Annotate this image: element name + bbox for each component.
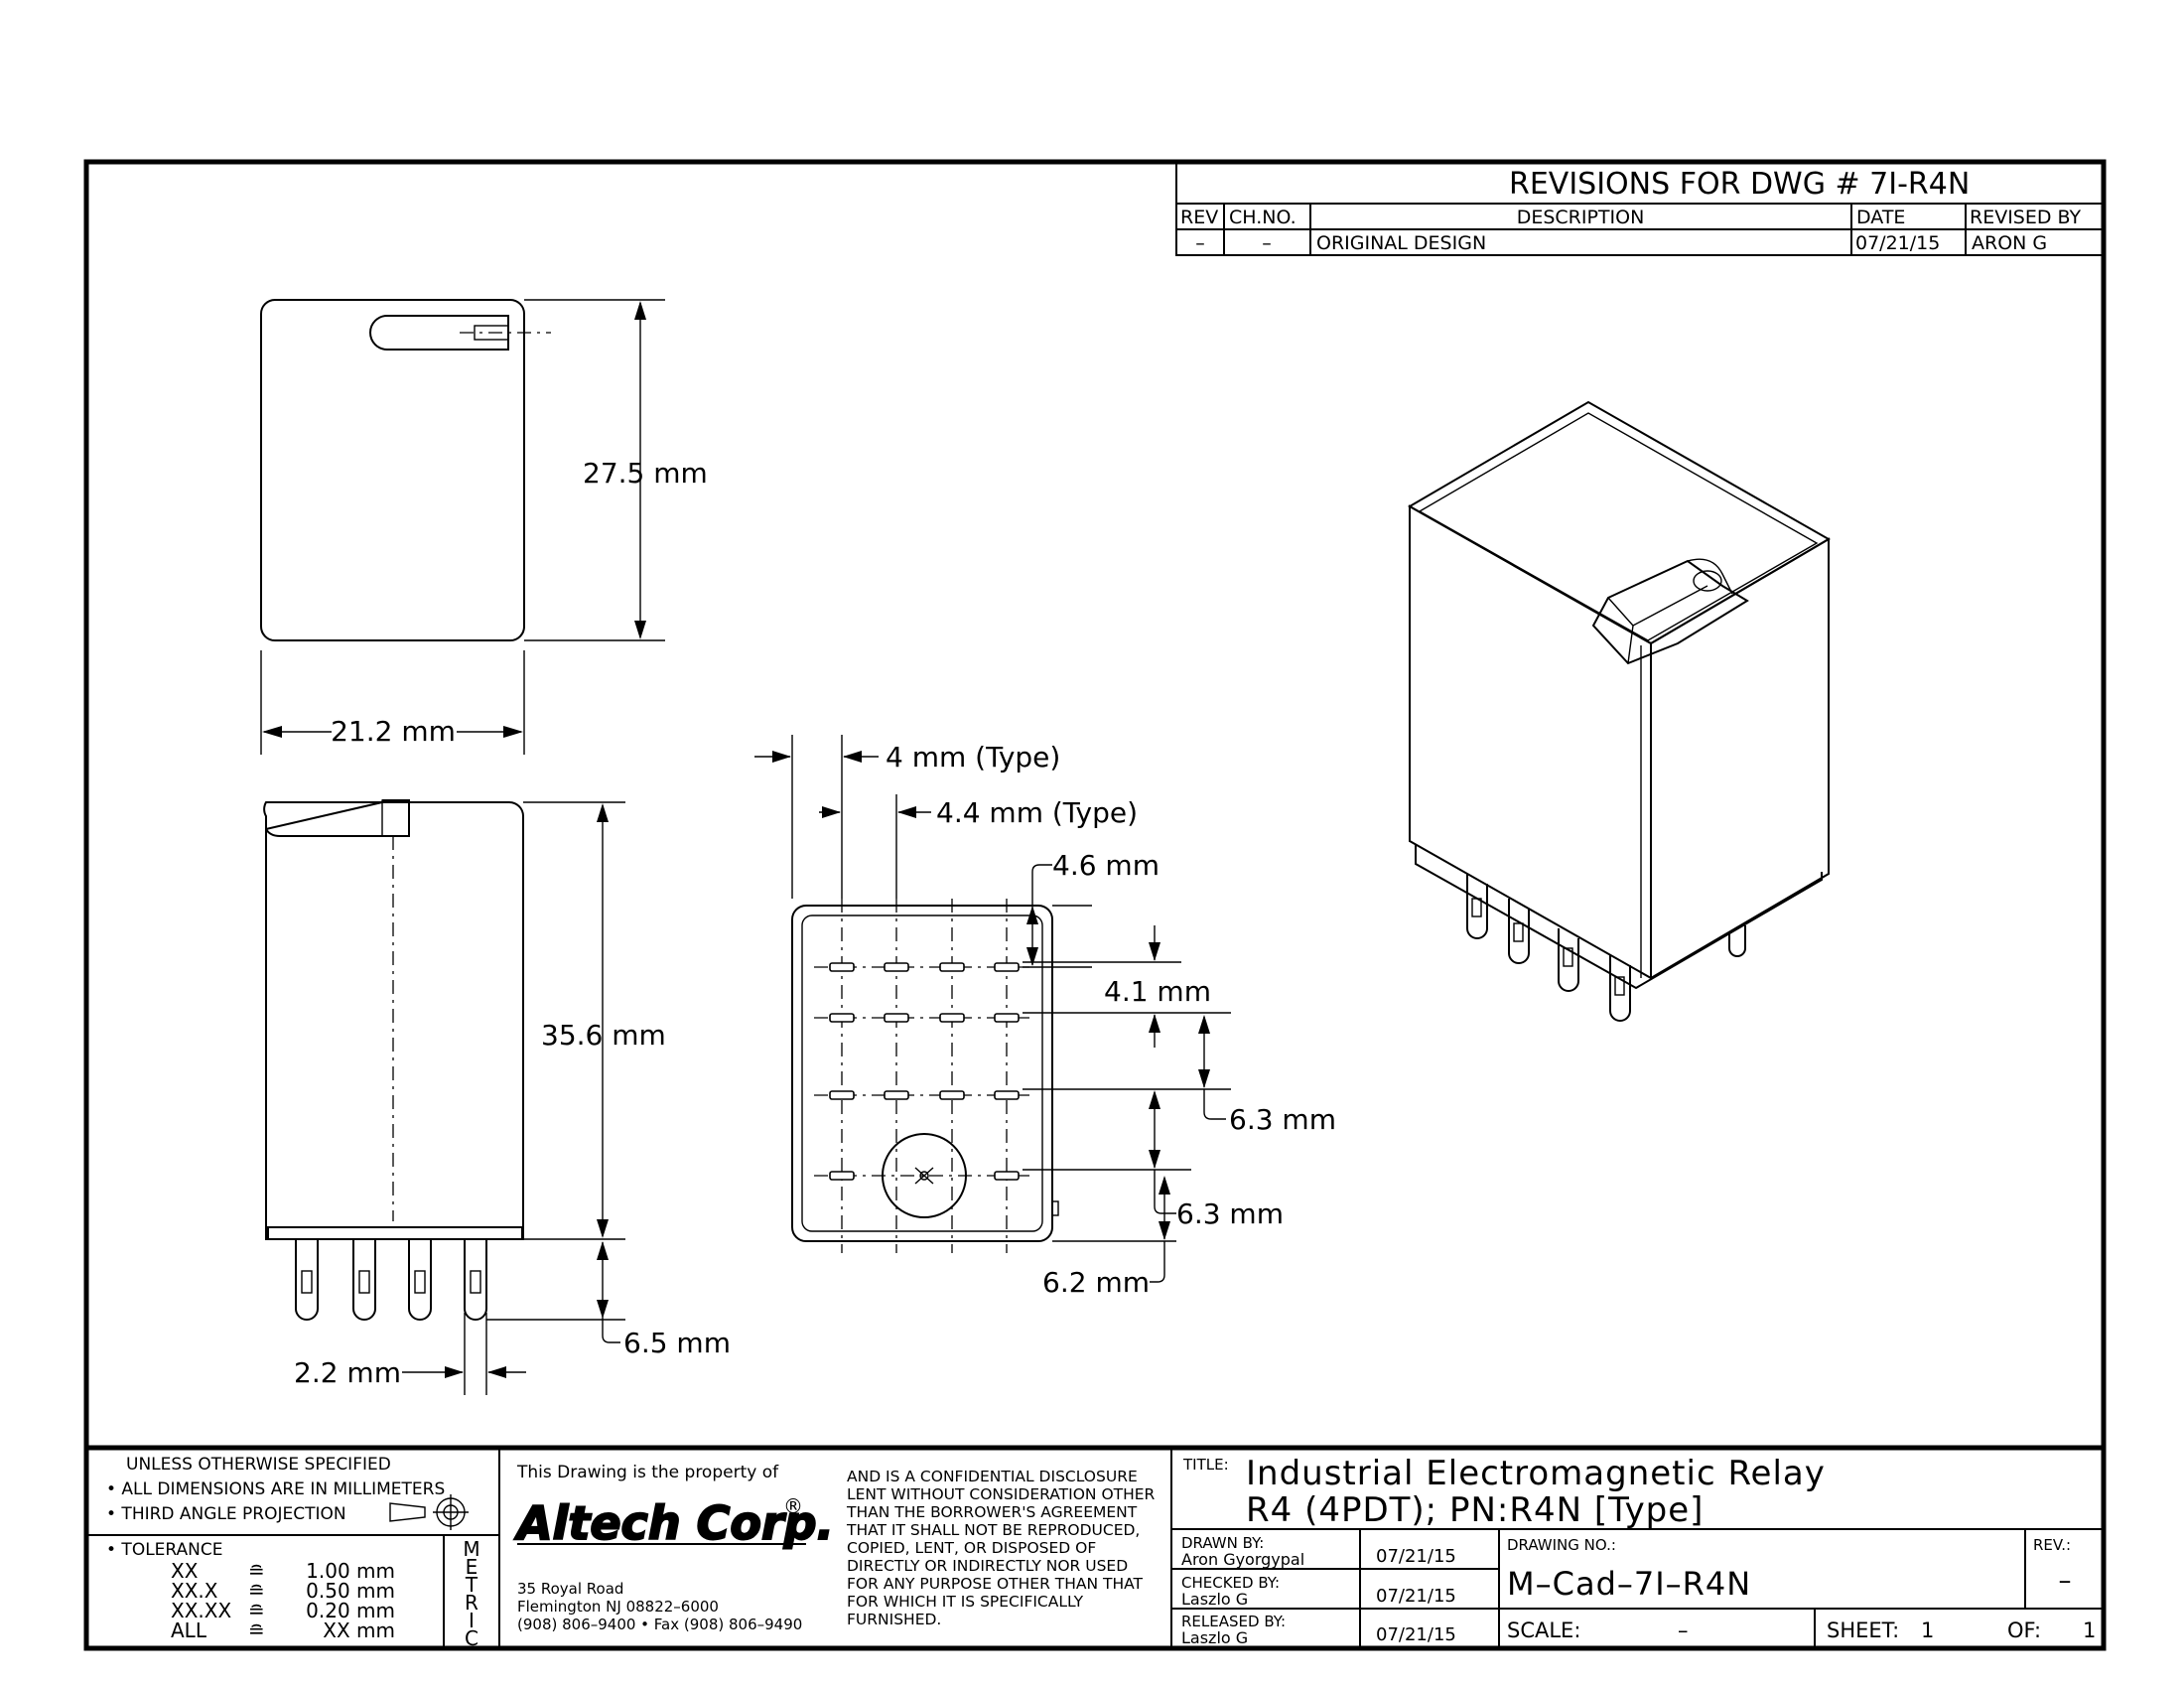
scale-label: SCALE:: [1507, 1618, 1580, 1642]
drawn-date: 07/21/15: [1376, 1546, 1456, 1567]
tolerance-value: 0.20 mm: [306, 1599, 395, 1622]
svg-text:FOR ANY PURPOSE OTHER THAN THA: FOR ANY PURPOSE OTHER THAN THAT: [847, 1575, 1144, 1593]
svg-text:FURNISHED.: FURNISHED.: [847, 1611, 941, 1628]
notes-projection: • THIRD ANGLE PROJECTION: [106, 1504, 346, 1524]
svg-text:C: C: [465, 1626, 478, 1650]
tolerance-label: • TOLERANCE: [106, 1540, 223, 1560]
company-address-1: 35 Royal Road: [517, 1580, 623, 1598]
dim-row-pitch-b: 6.3 mm: [1229, 1103, 1336, 1136]
title-label: TITLE:: [1182, 1456, 1229, 1474]
side-pins: [295, 1239, 487, 1321]
drawn-by-label: DRAWN BY:: [1181, 1534, 1264, 1552]
svg-text:AND IS A CONFIDENTIAL DISCLOSU: AND IS A CONFIDENTIAL DISCLOSURE: [847, 1468, 1138, 1485]
sheet-value: 1: [1921, 1618, 1934, 1642]
sheet-label: SHEET:: [1827, 1618, 1899, 1642]
title-block: [86, 1445, 2104, 1648]
revised-by-header: REVISED BY: [1970, 207, 2082, 228]
company-address-2: Flemington NJ 08822–6000: [517, 1598, 719, 1616]
svg-text:DIRECTLY OR INDIRECTLY NOR USE: DIRECTLY OR INDIRECTLY NOR USED: [847, 1557, 1128, 1575]
tolerance-value: 0.50 mm: [306, 1579, 395, 1603]
ch-no-header: CH.NO.: [1229, 207, 1297, 228]
dim-pin-length: 6.5 mm: [623, 1327, 731, 1359]
projection-symbol: [389, 1494, 469, 1530]
date-header: DATE: [1856, 207, 1905, 228]
relay-bottom-view: [754, 735, 1231, 1283]
drawing-title-line-2: R4 (4PDT); PN:R4N [Type]: [1246, 1490, 1704, 1530]
company-phone: (908) 806–9400 • Fax (908) 806–9490: [517, 1616, 802, 1633]
isometric-pins: [1466, 874, 1746, 1022]
svg-text:I: I: [469, 1609, 475, 1632]
dim-row-pitch-a: 4.1 mm: [1104, 975, 1211, 1008]
released-date: 07/21/15: [1376, 1624, 1456, 1645]
svg-text:LENT WITHOUT CONSIDERATION OTH: LENT WITHOUT CONSIDERATION OTHER: [847, 1485, 1156, 1503]
released-by-name: Laszlo G: [1181, 1628, 1248, 1647]
drawing-number: M–Cad–7I–R4N: [1507, 1565, 1751, 1603]
revised-by-cell: ARON G: [1972, 232, 2047, 254]
drawing-no-label: DRAWING NO.:: [1507, 1536, 1616, 1554]
rev-value: –: [2059, 1566, 2072, 1596]
notes-unless: UNLESS OTHERWISE SPECIFIED: [126, 1455, 391, 1475]
dim-edge-bottom: 6.2 mm: [1042, 1266, 1150, 1299]
svg-text:E: E: [466, 1555, 478, 1579]
rev-cell: –: [1195, 232, 1205, 254]
of-value: 1: [2083, 1618, 2096, 1642]
tolerance-eq: ≘: [248, 1579, 265, 1603]
dim-pin-width: 2.2 mm: [294, 1356, 401, 1389]
company-logo: Altech Corp.: [514, 1496, 834, 1550]
tolerance-key: XX.XX: [171, 1599, 231, 1622]
relay-side-view: [263, 799, 625, 1395]
checked-by-name: Laszlo G: [1181, 1590, 1248, 1609]
svg-text:T: T: [465, 1573, 478, 1597]
ch-no-cell: –: [1262, 232, 1272, 254]
dim-pin-pitch-b: 4.4 mm (Type): [936, 796, 1138, 829]
scale-value: –: [1678, 1618, 1689, 1642]
description-header: DESCRIPTION: [1517, 207, 1645, 228]
dim-row-pitch-c: 6.3 mm: [1176, 1197, 1284, 1230]
relay-top-view: [260, 299, 665, 755]
svg-text:THAN THE BORROWER'S AGREEMENT: THAN THE BORROWER'S AGREEMENT: [846, 1503, 1138, 1521]
drawn-by-name: Aron Gyorgypal: [1181, 1550, 1304, 1569]
property-text: This Drawing is the property of: [516, 1463, 779, 1482]
dim-pin-pitch-a: 4 mm (Type): [886, 741, 1060, 774]
svg-text:THAT IT SHALL NOT BE REPRODUCE: THAT IT SHALL NOT BE REPRODUCED,: [846, 1521, 1140, 1539]
disclosure-text: AND IS A CONFIDENTIAL DISCLOSURE LENT WI…: [846, 1468, 1156, 1628]
released-by-label: RELEASED BY:: [1181, 1613, 1286, 1630]
tolerance-key: XX: [171, 1559, 199, 1583]
svg-text:FOR WHICH IT IS SPECIFICALLY: FOR WHICH IT IS SPECIFICALLY: [847, 1593, 1084, 1611]
dim-height-top: 27.5 mm: [583, 457, 708, 490]
description-cell: ORIGINAL DESIGN: [1316, 232, 1486, 254]
tolerance-eq: ≘: [248, 1559, 265, 1583]
revisions-table: REVISIONS FOR DWG # 7I-R4N REV CH.NO. DE…: [1175, 161, 2105, 256]
date-cell: 07/21/15: [1855, 232, 1940, 254]
tolerance-eq: ≘: [248, 1618, 265, 1642]
drawing-border: [83, 159, 2107, 1651]
drawing-title-line-1: Industrial Electromagnetic Relay: [1246, 1454, 1826, 1493]
rev-header: REV: [1180, 207, 1218, 228]
svg-text:R: R: [465, 1591, 478, 1615]
metric-label: M E T R I C: [463, 1537, 479, 1650]
dim-edge-top: 4.6 mm: [1052, 849, 1160, 882]
tolerance-key: XX.X: [171, 1579, 218, 1603]
of-label: OF:: [2007, 1618, 2041, 1642]
svg-text:COPIED, LENT, OR DISPOSED OF: COPIED, LENT, OR DISPOSED OF: [847, 1539, 1096, 1557]
dim-width: 21.2 mm: [331, 715, 456, 748]
registered-mark: ®: [783, 1494, 803, 1518]
notes-dimensions: • ALL DIMENSIONS ARE IN MILLIMETERS: [106, 1479, 445, 1499]
tolerance-value: XX mm: [323, 1618, 395, 1642]
checked-by-label: CHECKED BY:: [1181, 1574, 1280, 1592]
tolerance-value: 1.00 mm: [306, 1559, 395, 1583]
svg-text:M: M: [463, 1537, 479, 1561]
rev-label: REV.:: [2033, 1536, 2071, 1554]
pin-slots: [829, 962, 1020, 1181]
tolerance-key: ALL: [171, 1618, 207, 1642]
checked-date: 07/21/15: [1376, 1586, 1456, 1607]
tolerance-eq: ≘: [248, 1599, 265, 1622]
revisions-title: REVISIONS FOR DWG # 7I-R4N: [1509, 167, 1970, 202]
dim-height-side: 35.6 mm: [541, 1019, 666, 1052]
relay-isometric-view: [1407, 400, 1831, 1022]
